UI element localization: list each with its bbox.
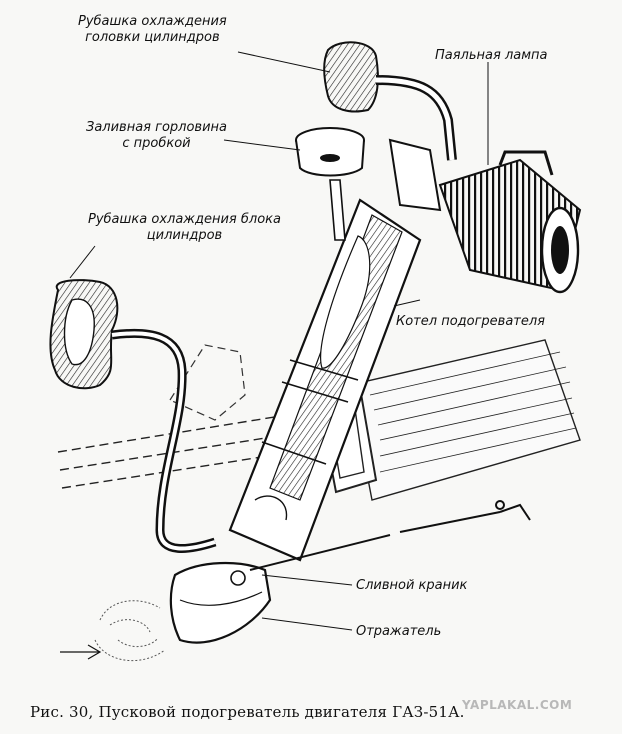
leader-lines — [69, 51, 489, 631]
label-head-water-jacket-line2: головки цилиндров — [85, 30, 220, 45]
label-boiler-text: Котел подогревателя — [396, 314, 545, 329]
label-block-water-jacket-line2: цилиндров — [146, 228, 223, 243]
label-head-water-jacket: Рубашка охлаждения головки цилиндров — [78, 14, 227, 46]
label-filler-neck-line2: с пробкой — [122, 136, 191, 151]
label-boiler: Котел подогревателя — [396, 314, 545, 330]
figure-caption: Рис. 30, Пусковой подогреватель двигател… — [30, 703, 465, 721]
label-reflector-text: Отражатель — [356, 624, 442, 639]
label-drain-cock: Сливной краник — [356, 578, 467, 594]
label-blowtorch-text: Паяльная лампа — [435, 48, 548, 63]
boiler-bracket — [388, 138, 442, 212]
engine-outline-dashed — [169, 344, 246, 421]
flame-puff — [94, 600, 166, 662]
block-water-jacket — [49, 279, 119, 390]
label-blowtorch: Паяльная лампа — [435, 48, 548, 64]
drain-rod — [249, 500, 531, 571]
filler-neck — [295, 127, 365, 241]
label-head-water-jacket-line1: Рубашка охлаждения — [78, 14, 227, 29]
exhaust-arrow — [60, 644, 102, 660]
label-block-water-jacket: Рубашка охлаждения блока цилиндров — [88, 212, 281, 244]
heater-boiler — [228, 198, 422, 562]
reflector-assembly — [169, 562, 272, 644]
label-drain-cock-text: Сливной краник — [356, 578, 468, 593]
watermark: YAPLAKAL.COM — [462, 698, 573, 712]
label-block-water-jacket-line1: Рубашка охлаждения блока — [88, 212, 281, 227]
label-reflector: Отражатель — [356, 624, 441, 640]
label-filler-neck-line1: Заливная горловина — [86, 120, 228, 135]
head-water-jacket — [323, 41, 379, 113]
label-filler-neck: Заливная горловина с пробкой — [86, 120, 227, 152]
blowtorch-illustration — [438, 150, 582, 294]
